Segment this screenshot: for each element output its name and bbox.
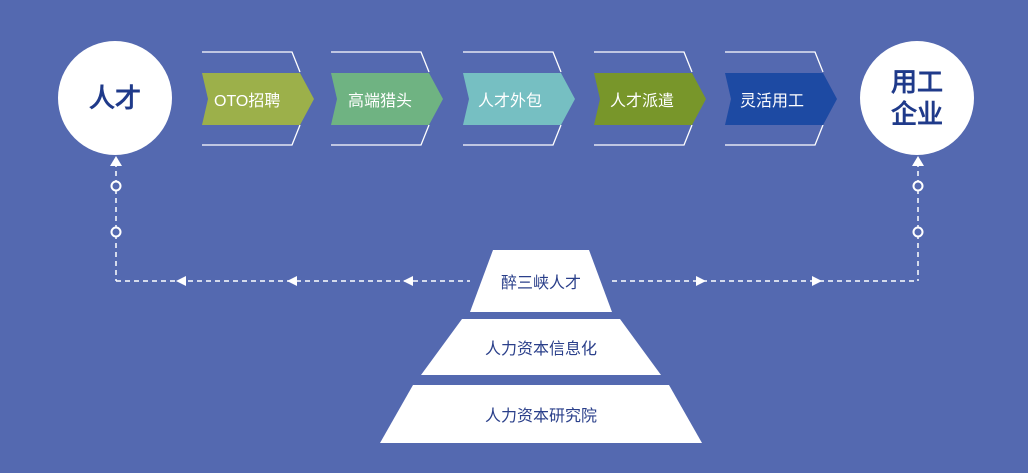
pyramid-tier-1-label: 醉三峡人才 (500, 275, 581, 292)
step-2-label: 高端猎头 (348, 93, 413, 110)
left-dot-lower (110, 226, 122, 238)
left-arrow-icon-2 (287, 276, 297, 286)
left-up-arrow-icon (110, 156, 122, 166)
right-up-arrow-icon (912, 156, 924, 166)
step-1-label: OTO招聘 (214, 93, 281, 110)
right-arrow-icon-1 (696, 276, 706, 286)
left-arrow-icon-1 (176, 276, 186, 286)
chevron-outlines (202, 51, 824, 146)
employer-node: 用工 企业 (860, 41, 974, 155)
pyramid-tier-2-label: 人力资本信息化 (484, 341, 597, 358)
right-dot-lower (912, 226, 924, 238)
step-4-shape (594, 73, 706, 125)
pyramid-tier-3-label: 人力资本研究院 (484, 408, 597, 425)
talent-node-label: 人才 (88, 83, 141, 113)
left-dot-upper (110, 180, 122, 192)
step-5-label: 灵活用工 (740, 93, 805, 110)
step-3-label: 人才外包 (478, 93, 543, 110)
step-4-label: 人才派遣 (610, 93, 675, 110)
pyramid-tier-3 (380, 385, 702, 443)
step-5-shape (725, 73, 837, 125)
step-1-shape (202, 73, 314, 125)
right-arrow-icon-2 (812, 276, 822, 286)
right-dot-upper (912, 180, 924, 192)
step-3-shape (463, 73, 575, 125)
employer-node-line2: 企业 (890, 99, 943, 129)
pyramid-tier-2 (421, 319, 661, 375)
step-2-shape (331, 73, 443, 125)
pyramid-tier-1 (470, 250, 612, 312)
employer-node-line1: 用工 (890, 67, 943, 97)
left-arrow-icon-3 (403, 276, 413, 286)
talent-node: 人才 (58, 41, 172, 155)
